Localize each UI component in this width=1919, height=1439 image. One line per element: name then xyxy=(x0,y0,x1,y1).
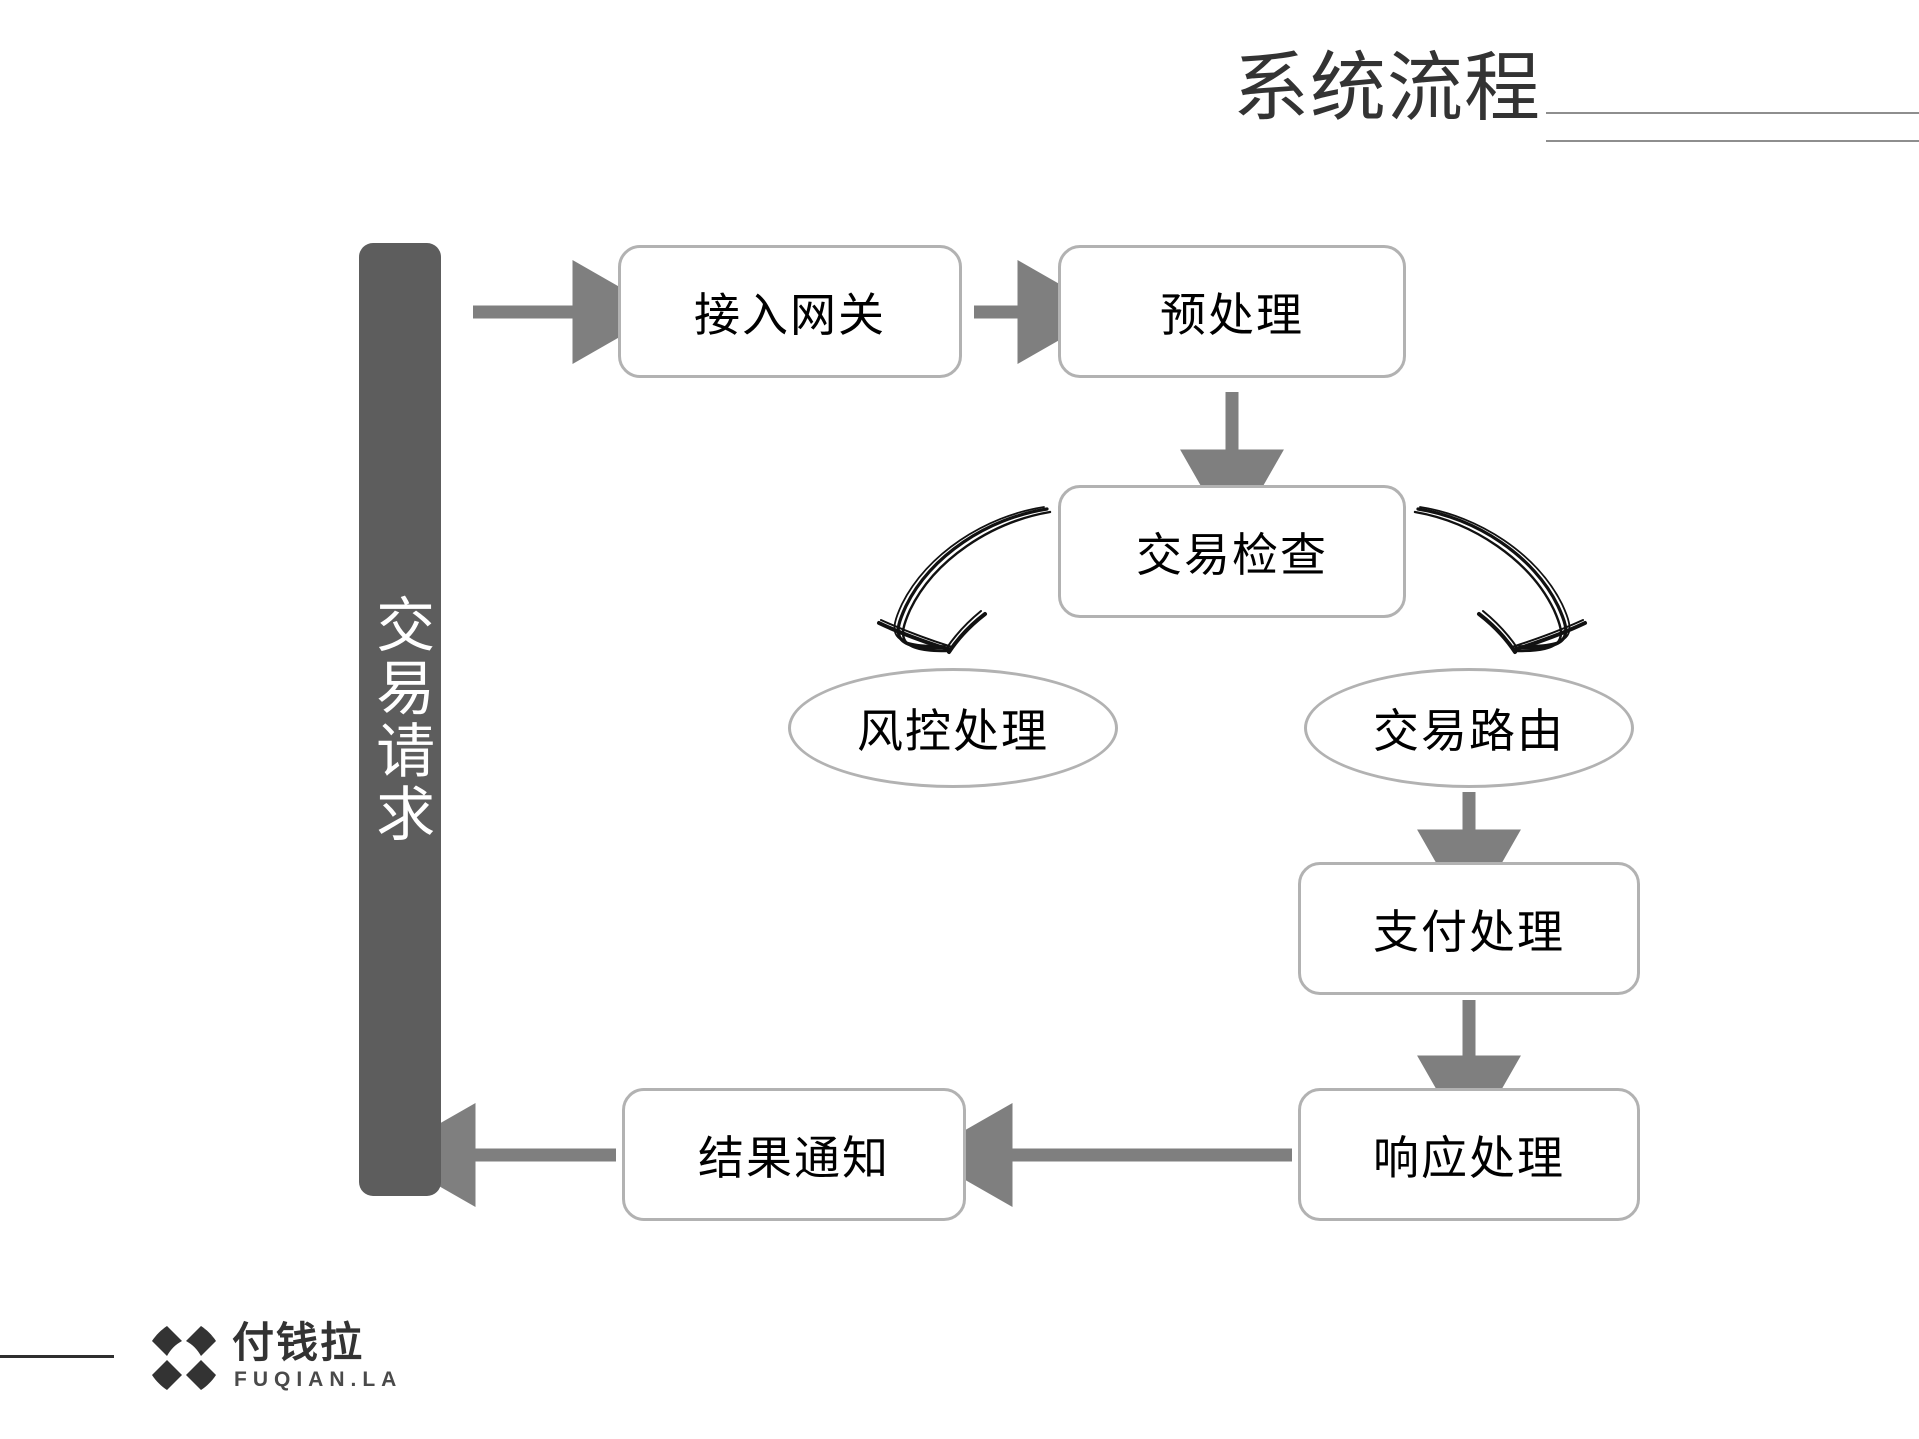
arrow-check-to-route xyxy=(1413,506,1587,654)
node-label: 交易检查 xyxy=(1136,528,1328,581)
page-title: 系统流程 xyxy=(1233,46,1541,131)
slide-header: 系统流程 xyxy=(1120,34,1919,144)
node-label: 风控处理 xyxy=(857,705,1049,757)
node-label: 接入网关 xyxy=(694,288,886,341)
node-result-notification[interactable]: 结果通知 xyxy=(622,1088,966,1221)
node-transaction-check[interactable]: 交易检查 xyxy=(1058,485,1406,618)
transaction-request-label: 交易请求 xyxy=(367,593,434,846)
node-response-processing[interactable]: 响应处理 xyxy=(1298,1088,1640,1221)
node-label: 结果通知 xyxy=(698,1131,890,1184)
node-preprocess[interactable]: 预处理 xyxy=(1058,245,1406,378)
transaction-request-bar[interactable]: 交易请求 xyxy=(359,243,441,1196)
node-label: 预处理 xyxy=(1160,288,1304,341)
brand-logo: 付钱拉 FUQIAN.LA xyxy=(150,1318,400,1418)
node-payment-processing[interactable]: 支付处理 xyxy=(1298,862,1640,995)
node-risk-control[interactable]: 风控处理 xyxy=(788,668,1118,788)
logo-text-cn: 付钱拉 xyxy=(232,1319,365,1366)
node-label: 交易路由 xyxy=(1373,705,1565,757)
title-rule-bottom xyxy=(1546,140,1919,142)
node-access-gateway[interactable]: 接入网关 xyxy=(618,245,962,378)
node-transaction-routing[interactable]: 交易路由 xyxy=(1304,668,1634,788)
four-diamond-logo-icon xyxy=(152,1326,216,1390)
footer-rule xyxy=(0,1355,114,1358)
title-rule-top xyxy=(1546,112,1919,114)
node-label: 支付处理 xyxy=(1373,905,1565,958)
node-label: 响应处理 xyxy=(1373,1131,1565,1184)
logo-text-en: FUQIAN.LA xyxy=(234,1368,403,1391)
